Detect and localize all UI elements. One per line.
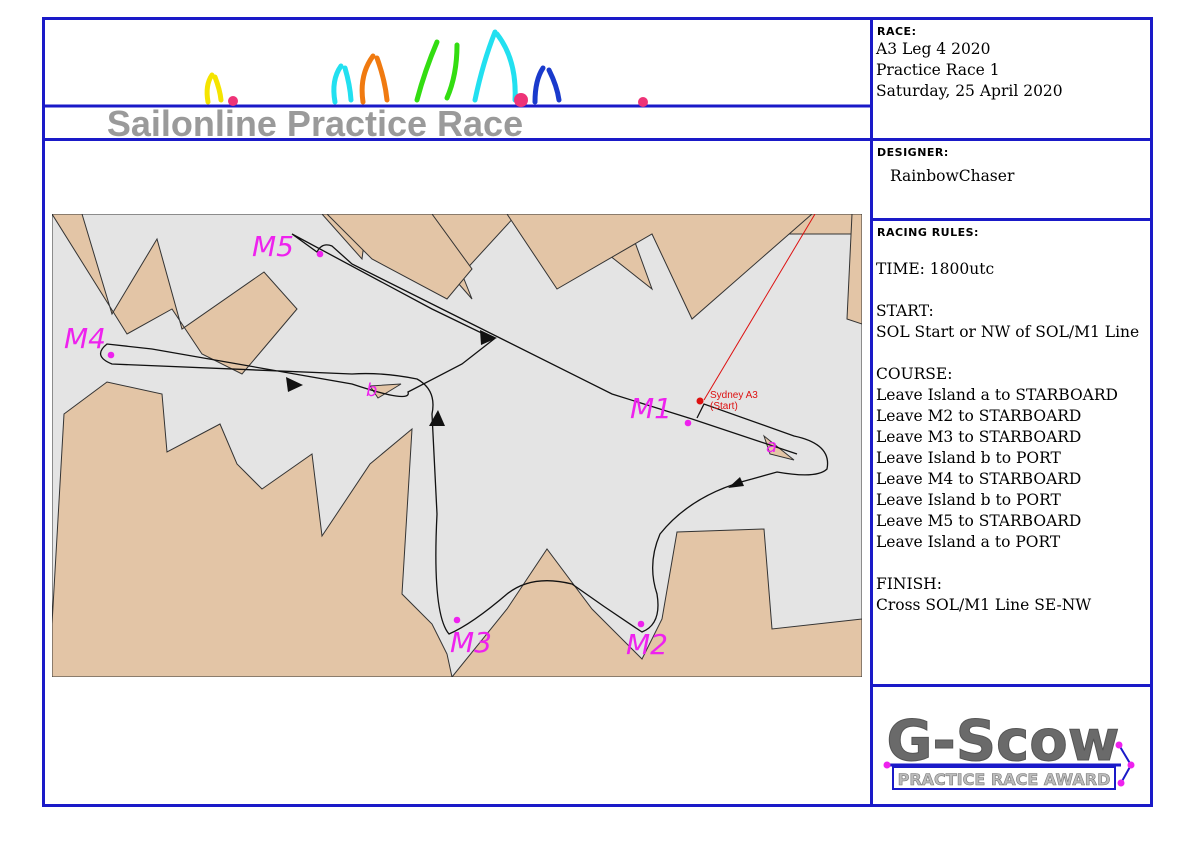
- designer-name: RainbowChaser: [890, 167, 1015, 185]
- island-b-shape: [369, 383, 402, 399]
- course-step: Leave M2 to STARBOARD: [876, 407, 1082, 425]
- race-practice: Practice Race 1: [876, 61, 1000, 79]
- rules-course-title: COURSE:: [876, 365, 953, 383]
- rules-label: RACING RULES:: [877, 226, 979, 239]
- page-frame: [42, 17, 1153, 807]
- island-a-label: a: [766, 436, 777, 457]
- rules-start-text: SOL Start or NW of SOL/M1 Line: [876, 323, 1140, 341]
- rules-time: TIME: 1800utc: [876, 260, 995, 278]
- designer-divider: [870, 218, 1153, 221]
- banner-divider: [42, 138, 873, 141]
- banner-logo: Sailonline Practice Race: [45, 29, 870, 138]
- mark-m5-label: M5: [252, 230, 294, 263]
- rules-divider: [870, 684, 1153, 687]
- rules-finish-title: FINISH:: [876, 575, 942, 593]
- race-label: RACE:: [877, 25, 917, 38]
- race-info: A3 Leg 4 2020 Practice Race 1 Saturday, …: [876, 39, 1063, 102]
- award-subtitle: PRACTICE RACE AWARD: [898, 770, 1111, 789]
- mark-m2-label: M2: [626, 628, 668, 661]
- mark-m4-label: M4: [64, 322, 106, 355]
- mark-m3-label: M3: [450, 626, 492, 659]
- race-name: A3 Leg 4 2020: [876, 40, 991, 58]
- banner-title: Sailonline Practice Race: [107, 103, 523, 138]
- rules-start-title: START:: [876, 302, 934, 320]
- course-step: Leave Island a to PORT: [876, 533, 1061, 551]
- race-date: Saturday, 25 April 2020: [876, 82, 1063, 100]
- mark-m1-label: M1: [630, 392, 672, 425]
- designer-label: DESIGNER:: [877, 146, 949, 159]
- race-divider: [870, 138, 1153, 141]
- course-step: Leave M4 to STARBOARD: [876, 470, 1082, 488]
- course-map: Sydney A3 (Start) M1 M2 M3 M4 M5 a b: [52, 214, 862, 677]
- island-b-label: b: [366, 380, 377, 401]
- column-divider: [870, 17, 873, 807]
- course-route: [100, 233, 829, 635]
- course-step: Leave Island b to PORT: [876, 491, 1061, 509]
- course-step: Leave Island a to STARBOARD: [876, 386, 1118, 404]
- start-sublabel: (Start): [710, 401, 738, 412]
- start-label: Sydney A3: [710, 390, 758, 401]
- racing-rules: TIME: 1800utc START: SOL Start or NW of …: [876, 259, 1139, 616]
- course-step: Leave M3 to STARBOARD: [876, 428, 1082, 446]
- award-logo: G-Scow PRACTICE RACE AWARD: [883, 709, 1135, 790]
- course-step: Leave Island b to PORT: [876, 449, 1061, 467]
- rules-finish-text: Cross SOL/M1 Line SE-NW: [876, 596, 1092, 614]
- course-step: Leave M5 to STARBOARD: [876, 512, 1082, 530]
